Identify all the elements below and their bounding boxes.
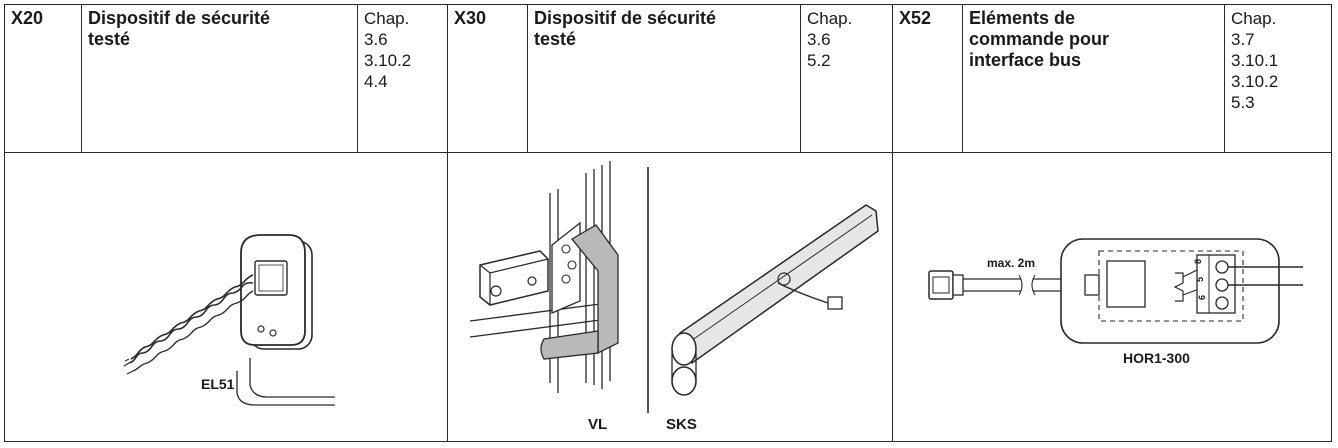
code-x30: X30 [454, 8, 487, 28]
terminal-screw [1215, 278, 1229, 292]
title-x30: Dispositif de sécurité testé [528, 4, 800, 54]
terminal-label: 8 [1193, 259, 1203, 264]
chap-ref: 3.7 [1231, 30, 1255, 49]
rj-socket [1106, 260, 1146, 308]
vl-sks-figure: VL SKS [469, 161, 879, 433]
code-divider-2 [527, 4, 528, 152]
title-line: Dispositif de sécurité [88, 8, 271, 28]
code-x20: X20 [11, 8, 44, 28]
table-frame [4, 4, 1332, 442]
vl-gray-bracket [571, 224, 619, 355]
title-line: testé [88, 29, 131, 49]
relay-symbol [1173, 272, 1184, 302]
bottom-rail [469, 302, 609, 338]
sks-end-cap [671, 332, 697, 366]
el51-figure: EL51 [123, 234, 335, 406]
title-line: commande pour [969, 29, 1110, 49]
hor1-board [1098, 250, 1244, 322]
sensor-lens [254, 260, 288, 296]
chap-ref: 3.10.2 [1231, 72, 1279, 91]
code-divider-1 [81, 4, 82, 152]
chap-ref: 3.6 [364, 30, 388, 49]
chap-label: Chap. [364, 9, 410, 28]
figure-label-hor1: HOR1-300 [1123, 350, 1190, 366]
title-line: interface bus [969, 50, 1082, 70]
cable-length-label: max. 2m [987, 256, 1035, 270]
output-wire [1228, 266, 1303, 286]
chap-ref: 3.6 [807, 30, 831, 49]
chap-ref: 3.10.2 [364, 51, 412, 70]
twisted-cable [130, 274, 254, 360]
hor1-figure: max. 2m 8 5 6 HOR1-300 [928, 238, 1303, 366]
title-x52: Eléments de commande pour interface bus [963, 4, 1224, 75]
wall-line [249, 358, 335, 398]
column-divider-2 [892, 4, 893, 442]
wall-line [236, 371, 335, 406]
twisted-cable [132, 290, 254, 372]
cable-strain [1084, 274, 1100, 296]
chap-divider-3 [1224, 4, 1225, 152]
twisted-cable [128, 281, 254, 364]
chap-ref: 3.10.1 [1231, 51, 1279, 70]
chap-ref: 5.3 [1231, 93, 1255, 112]
title-line: Eléments de [969, 8, 1076, 28]
title-line: testé [534, 29, 577, 49]
code-divider-3 [962, 4, 963, 152]
chap-divider-2 [800, 4, 801, 152]
screw [257, 325, 265, 333]
bus-cable [963, 278, 1089, 292]
title-line: Dispositif de sécurité [534, 8, 717, 28]
chap-label: Chap. [1231, 9, 1277, 28]
vl-gray-arm [540, 330, 599, 360]
chapters-x20: Chap. 3.6 3.10.2 4.4 [358, 4, 447, 96]
rj-boot [952, 274, 964, 296]
chap-label: Chap. [807, 9, 853, 28]
chapters-x30: Chap. 3.6 5.2 [801, 4, 892, 75]
chap-ref: 4.4 [364, 72, 388, 91]
figure-label-sks: SKS [666, 416, 697, 433]
row-divider [4, 152, 1332, 153]
terminal-screw [1215, 296, 1229, 310]
terminal-label: 6 [1197, 295, 1207, 300]
sks-connector [827, 296, 843, 310]
chap-ref: 5.2 [807, 51, 831, 70]
screw [269, 329, 277, 337]
terminal-screw [1215, 260, 1229, 274]
code-x52: X52 [899, 8, 932, 28]
vl-sensor-box [479, 250, 549, 306]
chap-divider-1 [357, 4, 358, 152]
bracket-plate [551, 221, 581, 314]
figure-label-vl: VL [588, 416, 607, 433]
title-x20: Dispositif de sécurité testé [82, 4, 357, 54]
chapters-x52: Chap. 3.7 3.10.1 3.10.2 5.3 [1225, 4, 1332, 117]
figure-label-el51: EL51 [201, 376, 235, 392]
column-divider-1 [447, 4, 448, 442]
terminal-label: 5 [1195, 277, 1205, 282]
